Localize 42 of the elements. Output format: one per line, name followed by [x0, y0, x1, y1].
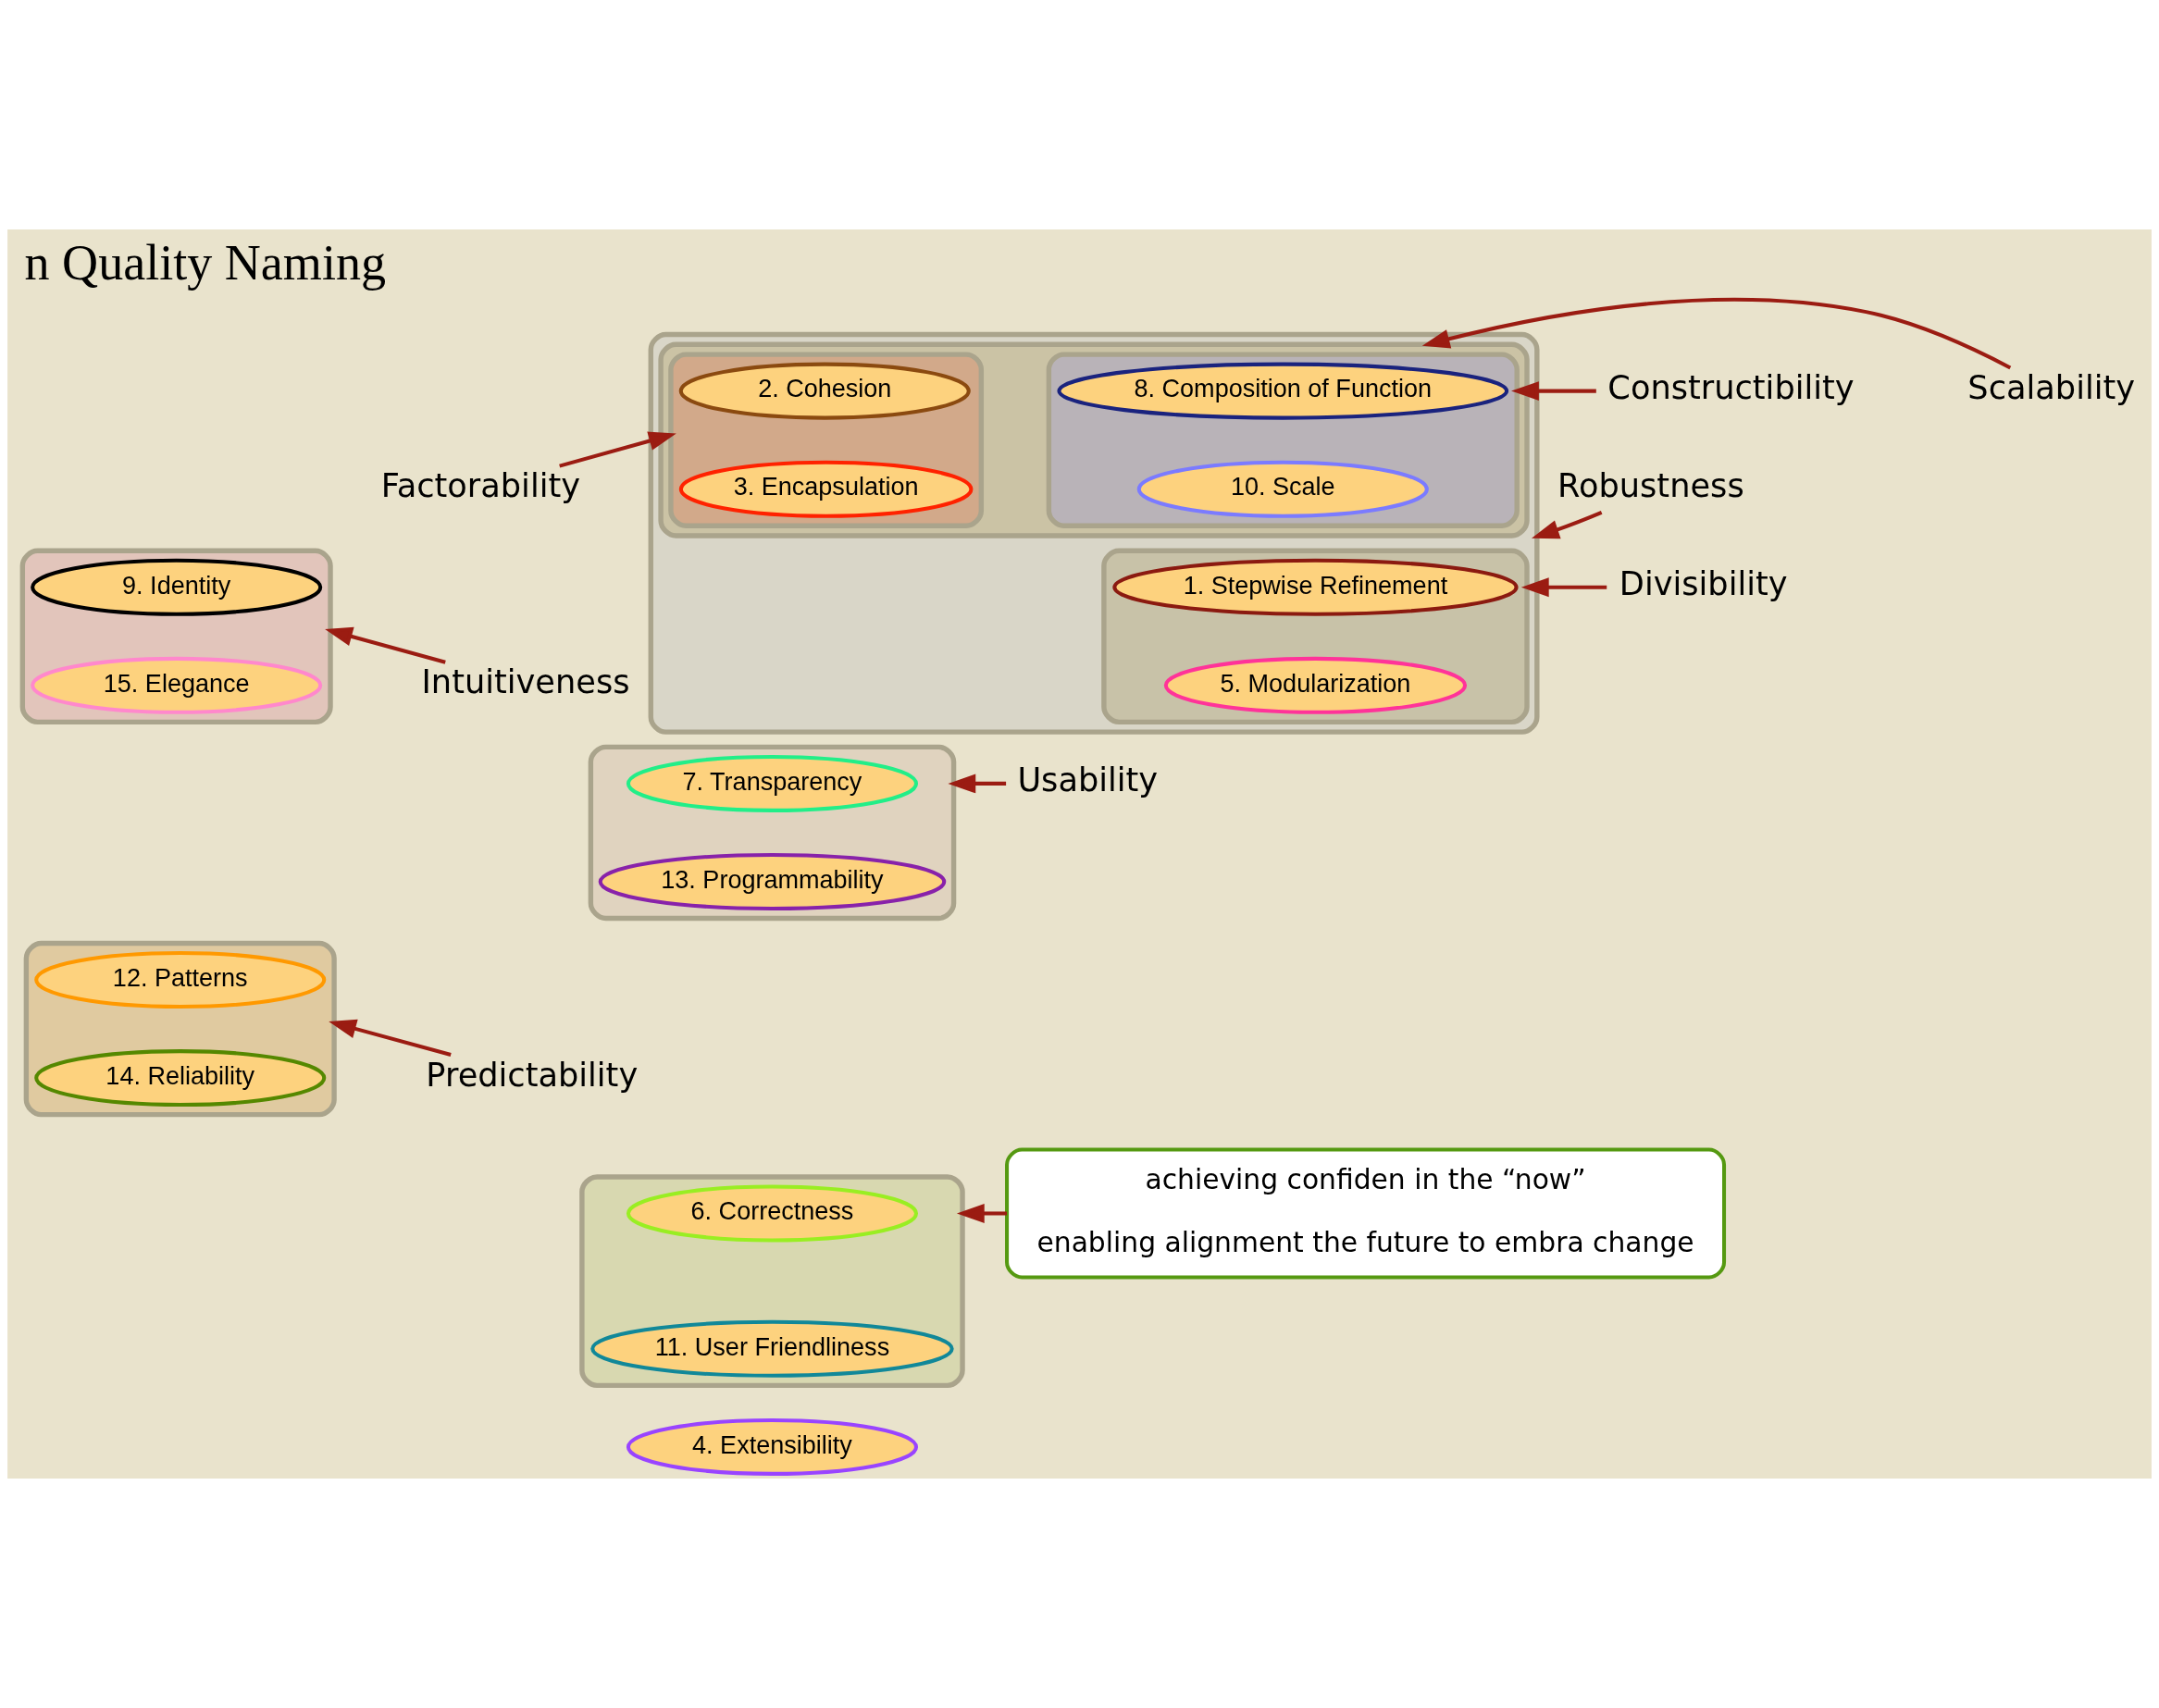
cluster — [658, 341, 1530, 538]
node-ellipse: 7. Transparency — [626, 754, 919, 812]
node-ellipse: 11. User Friendliness — [590, 1319, 954, 1378]
node-text: Divisibility — [1619, 564, 1788, 603]
cluster — [668, 352, 985, 528]
node-ellipse: 6. Correctness — [626, 1184, 919, 1243]
node-text: Usability — [1017, 761, 1159, 799]
node-ellipse: 4. Extensibility — [626, 1417, 919, 1476]
cluster — [1101, 548, 1530, 725]
node-ellipse: 5. Modularization — [1163, 656, 1468, 714]
node-text: Constructibility — [1607, 368, 1855, 407]
node-ellipse: 15. Elegance — [31, 656, 323, 714]
node-ellipse: 1. Stepwise Refinement — [1112, 558, 1519, 616]
node-ellipse: 9. Identity — [31, 558, 323, 616]
node-ellipse: 10. Scale — [1136, 460, 1429, 518]
node-text: Predictability — [426, 1055, 639, 1094]
arrow — [1511, 381, 1596, 402]
node-text: Intuitiveness — [421, 662, 630, 701]
arrow — [1520, 577, 1607, 598]
cluster — [588, 744, 957, 922]
arrow — [1532, 511, 1603, 539]
node-ellipse: 12. Patterns — [34, 951, 327, 1009]
arrow — [559, 431, 676, 468]
node-ellipse: 8. Composition of Function — [1057, 362, 1509, 420]
node-text: Factorability — [380, 466, 581, 505]
arrow — [956, 1204, 1007, 1223]
arrow — [325, 626, 446, 664]
node-text: Scalability — [1967, 368, 2136, 407]
node-text: Robustness — [1557, 466, 1744, 505]
cluster — [19, 548, 333, 725]
arrow — [1421, 297, 2012, 370]
arrow — [948, 774, 1007, 794]
cluster — [1046, 352, 1520, 528]
node-box: achieving confiden in the “now” enabling alignment the future to embra change — [1005, 1147, 1727, 1280]
diagram-title: n Quality Naming — [24, 235, 387, 291]
node-ellipse: 14. Reliability — [34, 1049, 327, 1108]
node-ellipse: 3. Encapsulation — [678, 460, 974, 518]
node-ellipse: 2. Cohesion — [678, 362, 971, 420]
cluster — [23, 940, 337, 1118]
cluster — [579, 1174, 965, 1389]
arrow — [329, 1019, 452, 1057]
node-ellipse: 13. Programmability — [598, 852, 947, 910]
